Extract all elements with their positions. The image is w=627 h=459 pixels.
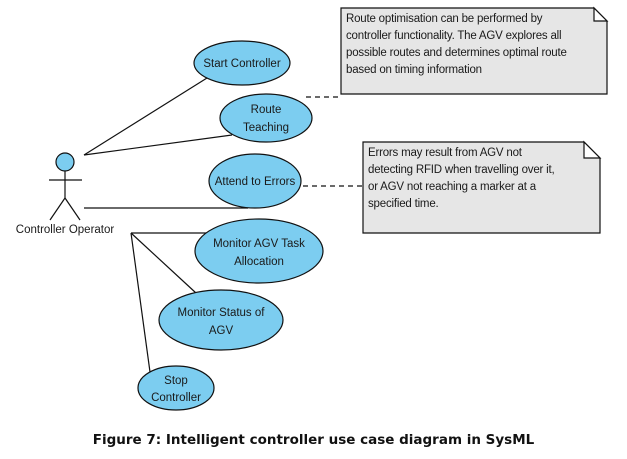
note-line: based on timing information: [346, 64, 482, 76]
note-errors-text: Errors may result from AGV not detecting…: [368, 145, 555, 213]
associations: [83, 77, 248, 373]
use-case-label: Stop: [164, 375, 188, 387]
note-route-optimisation[interactable]: [340, 6, 609, 95]
use-case-label: Controller: [151, 392, 201, 404]
use-case-ellipse: [219, 93, 313, 143]
use-case-ellipse: [158, 289, 284, 351]
note-fold-corner: [583, 140, 602, 159]
use-case-label: Allocation: [234, 256, 284, 268]
use-case-ellipse: [208, 153, 302, 209]
use-case-label: Monitor AGV Task: [213, 238, 305, 250]
note-body: [340, 7, 608, 95]
use-case-label: AGV: [209, 325, 234, 337]
note-line: detecting RFID when travelling over it,: [368, 164, 555, 176]
note-line: Route optimisation can be performed by: [346, 13, 543, 25]
actor-head: [55, 152, 75, 172]
note-errors[interactable]: [362, 140, 602, 234]
actor-label: Controller Operator: [16, 224, 115, 236]
note-anchors: [303, 96, 363, 187]
use-case-label: Teaching: [243, 122, 289, 134]
use-case-label: Monitor Status of: [178, 307, 266, 319]
association-monitor-status-of-agv: [130, 232, 197, 294]
use-case-monitor-agv-task-allocation[interactable]: Monitor AGV Task Allocation: [194, 218, 324, 284]
note-line: Errors may result from AGV not: [368, 147, 522, 159]
note-line: specified time.: [368, 198, 439, 210]
note-route-optimisation-text: Route optimisation can be performed by c…: [346, 11, 567, 79]
use-case-stop-controller[interactable]: Stop Controller: [137, 365, 215, 411]
note-line: or AGV not reaching a marker at a: [368, 181, 536, 193]
actor-controller-operator[interactable]: [49, 152, 82, 221]
figure-caption: Figure 7: Intelligent controller use cas…: [92, 432, 535, 448]
use-case-ellipse: [194, 218, 324, 284]
use-case-start-controller[interactable]: Start Controller: [193, 40, 291, 86]
use-case-label: Start Controller: [203, 58, 281, 70]
actor-left-leg: [49, 197, 66, 221]
use-case-monitor-status-of-agv[interactable]: Monitor Status of AGV: [158, 289, 284, 351]
use-case-ellipse: [193, 40, 291, 86]
actor-right-leg: [64, 197, 81, 221]
use-case-route-teaching[interactable]: Route Teaching: [219, 93, 313, 143]
use-case-ellipse: [137, 365, 215, 411]
use-case-attend-to-errors[interactable]: Attend to Errors: [208, 153, 302, 209]
association-start-controller: [83, 77, 208, 156]
association-route-teaching: [83, 134, 233, 156]
note-body: [362, 141, 601, 234]
use-case-label: Route: [251, 104, 282, 116]
note-fold-corner: [593, 6, 609, 22]
note-line: controller functionality. The AGV explor…: [346, 30, 562, 42]
use-case-label: Attend to Errors: [215, 176, 296, 188]
association-stop-controller: [130, 232, 151, 373]
note-line: possible routes and determines optimal r…: [346, 47, 567, 59]
